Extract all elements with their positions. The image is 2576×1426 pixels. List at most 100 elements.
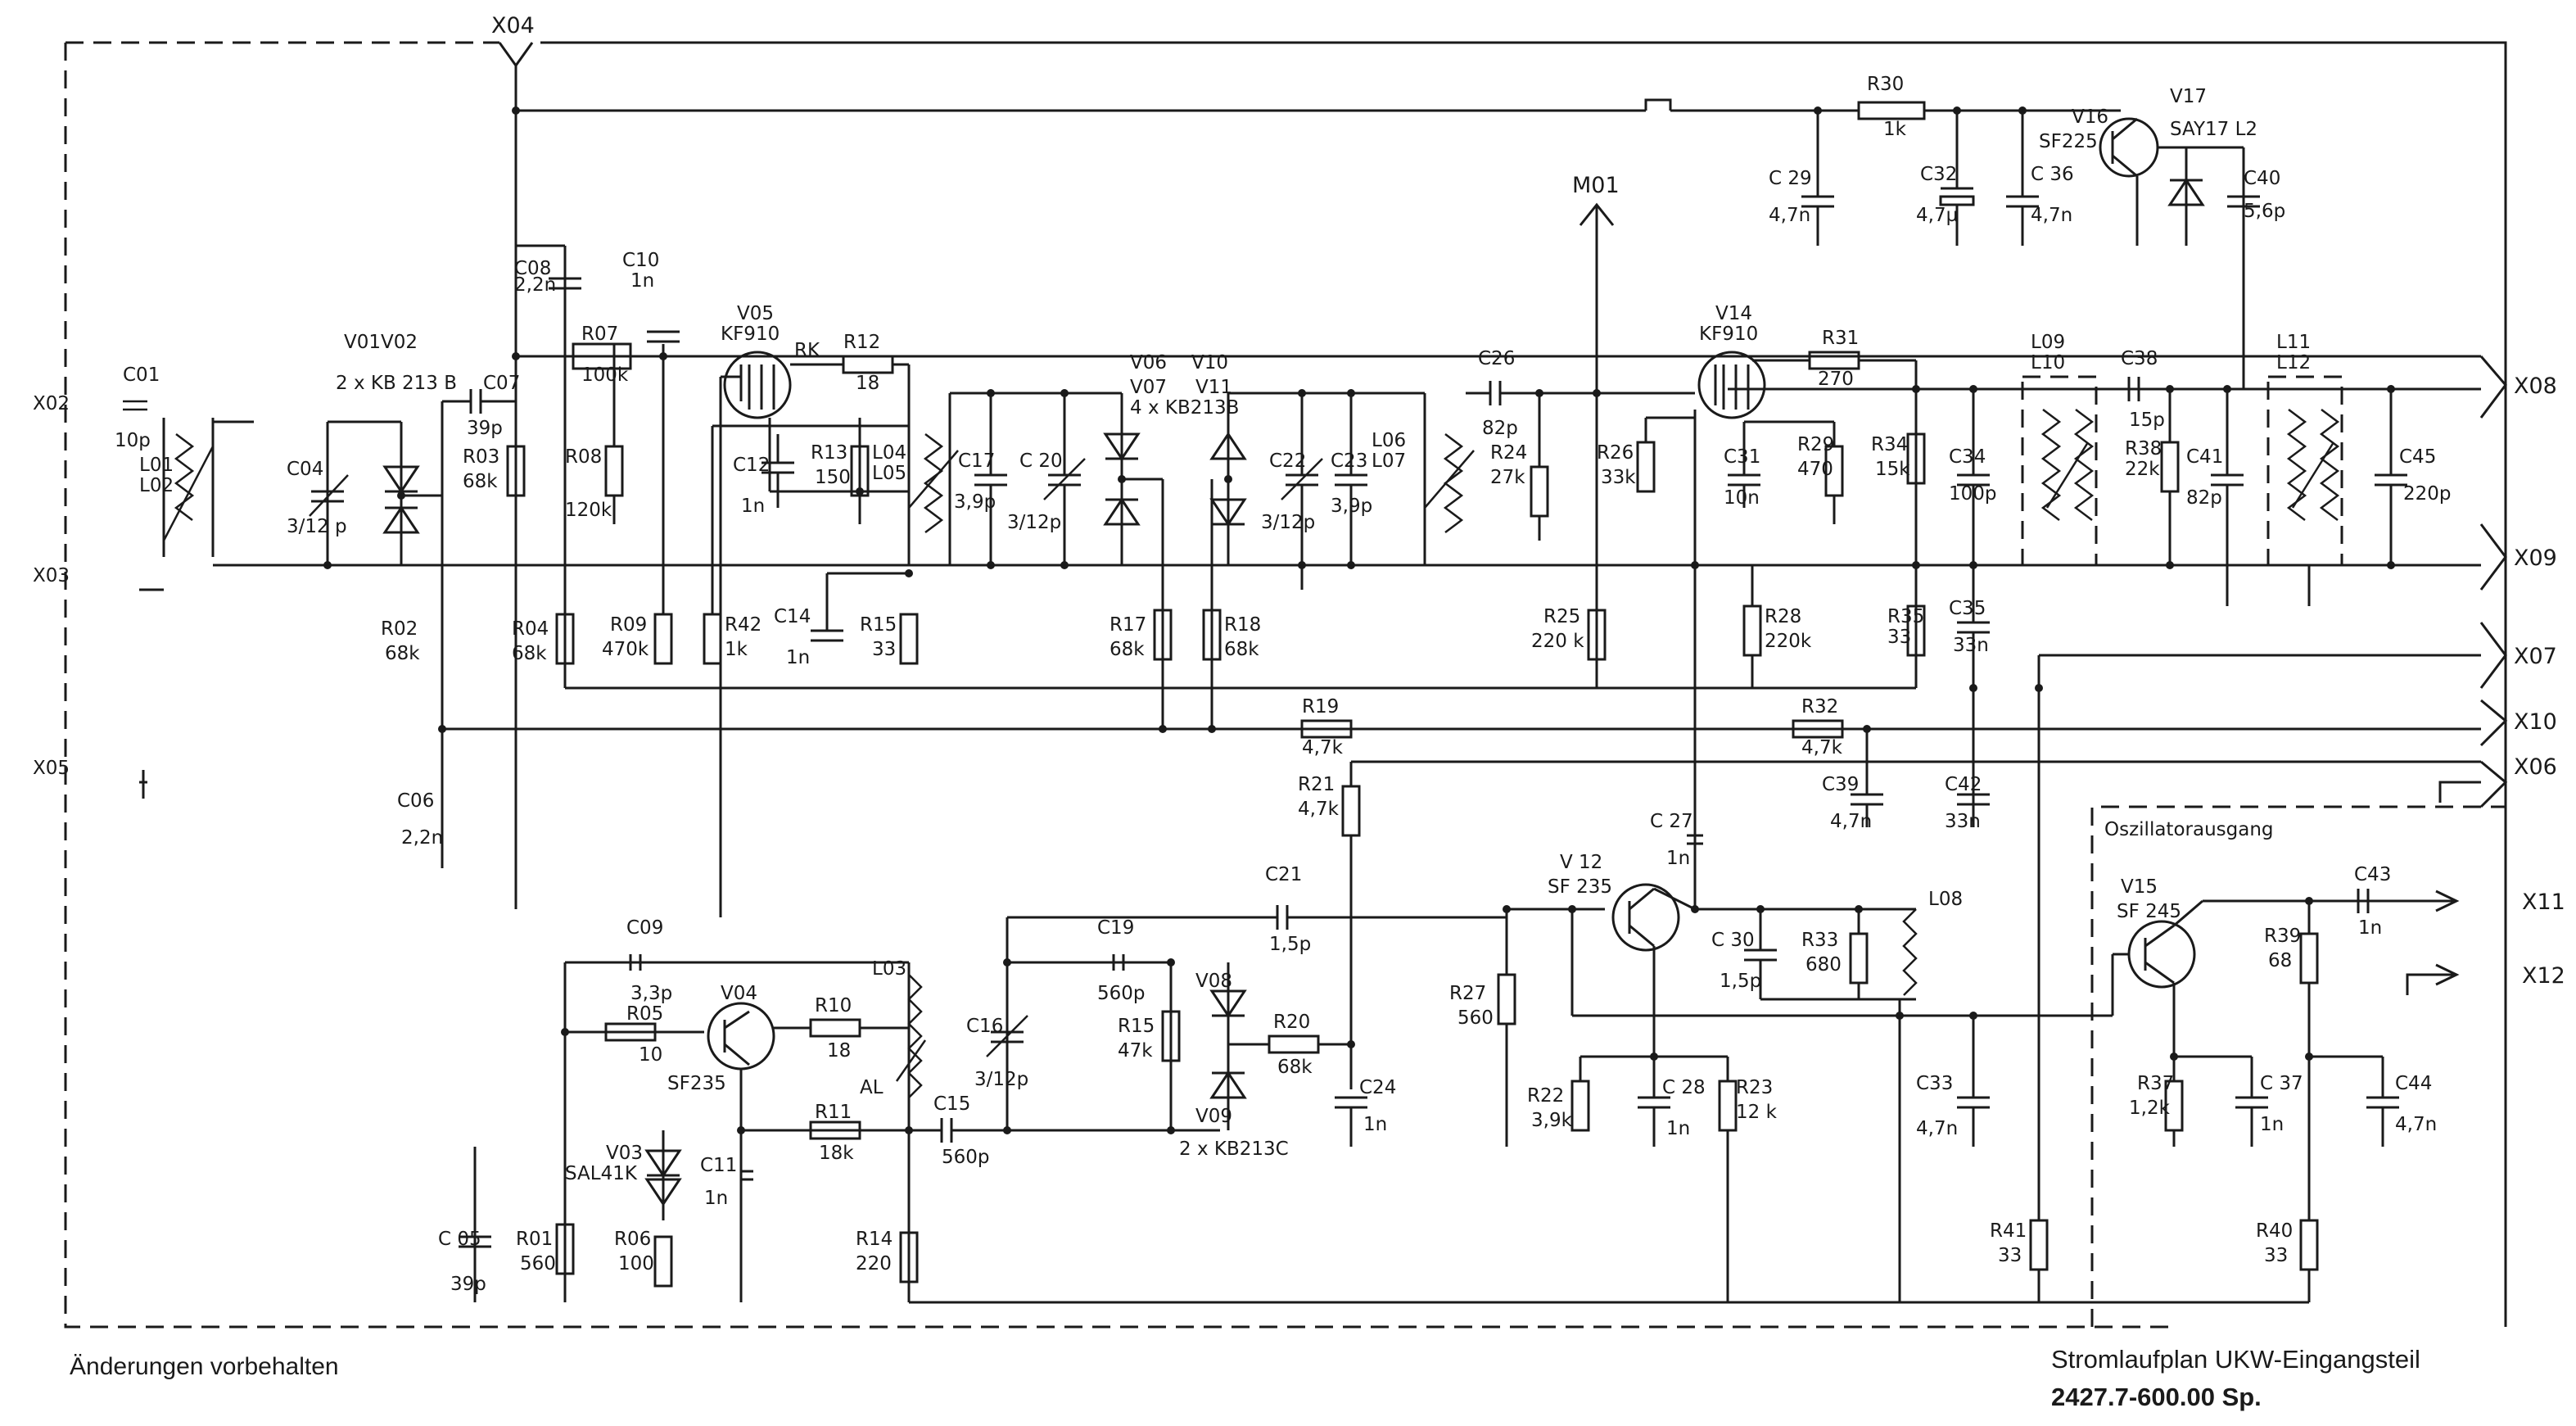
- c41-value: 82p: [2186, 487, 2222, 509]
- disclaimer-note: Änderungen vorbehalten: [70, 1353, 339, 1380]
- r24-value: 27k: [1490, 467, 1525, 488]
- c07-label: C07: [483, 373, 520, 394]
- r15b-label: R15: [1118, 1016, 1155, 1037]
- l02-label: L02: [139, 475, 174, 496]
- title-line-2: 2427.7-600.00 Sp.: [2051, 1383, 2262, 1411]
- r41-label: R41: [1990, 1220, 2027, 1242]
- c08-label: C08: [514, 258, 551, 279]
- c28-label: C 28: [1662, 1077, 1706, 1098]
- connector-x07-label: X07: [2514, 644, 2557, 669]
- c31-label: C31: [1724, 446, 1760, 468]
- r01-value: 560: [520, 1253, 556, 1274]
- c22-value: 3/12p: [1261, 512, 1315, 533]
- connector-x04-label: X04: [491, 13, 535, 38]
- v14-type: KF910: [1699, 324, 1758, 345]
- c40-label: C40: [2244, 168, 2280, 189]
- rk-label: RK: [794, 340, 820, 361]
- r17-label: R17: [1109, 614, 1146, 636]
- c39-label: C39: [1822, 774, 1859, 795]
- bandpass-filter-2: [1209, 381, 1695, 661]
- labels: X04 X08 X09 X07 X10 X06 X11 X12 X02 X03 …: [33, 13, 2565, 1295]
- c06-label: C06: [397, 790, 434, 812]
- c32-value: 4,7µ: [1916, 205, 1959, 226]
- r04-value: 68k: [512, 643, 547, 664]
- v06-type: 4 x KB213B: [1130, 397, 1239, 419]
- r17-value: 68k: [1109, 639, 1145, 660]
- r18-value: 68k: [1224, 639, 1259, 660]
- c05-label: C 05: [438, 1229, 481, 1250]
- l04-label: L04: [872, 442, 906, 464]
- c10-value: 1n: [630, 270, 654, 292]
- c21-value: 1,5p: [1269, 934, 1311, 955]
- c20-label: C 20: [1019, 450, 1063, 472]
- c45-value: 220p: [2403, 483, 2452, 505]
- r19-value: 4,7k: [1302, 737, 1344, 758]
- connector-x09-label: X09: [2514, 546, 2557, 571]
- c44-value: 4,7n: [2395, 1114, 2437, 1135]
- c32-label: C32: [1920, 164, 1957, 185]
- r20-value: 68k: [1277, 1057, 1313, 1078]
- v03-type: SAL41K: [565, 1163, 638, 1184]
- c35-value: 33n: [1953, 635, 1989, 656]
- antenna-input-section: [123, 389, 516, 868]
- r37-label: R37: [2137, 1073, 2174, 1094]
- v09-label: V09: [1195, 1106, 1232, 1127]
- c17-value: 3,9p: [954, 491, 996, 513]
- v05-rf-stage: [506, 244, 919, 917]
- c16-label: C16: [966, 1016, 1003, 1037]
- test-point-m01-label: M01: [1572, 173, 1620, 198]
- c41-label: C41: [2186, 446, 2223, 468]
- v05-label: V05: [737, 303, 774, 324]
- c30-value: 1,5p: [1720, 971, 1761, 992]
- c44-label: C44: [2395, 1073, 2432, 1094]
- c15-label: C15: [933, 1093, 970, 1115]
- v04-type: SF235: [667, 1073, 726, 1094]
- bandpass-filter-1: [907, 392, 1222, 729]
- v17-type: SAY17 L2: [2170, 119, 2257, 140]
- c40-value: 5,6p: [2244, 201, 2285, 222]
- l03-label: L03: [872, 958, 906, 980]
- r11-value: 18k: [819, 1143, 854, 1164]
- c01-value: 10p: [115, 430, 151, 451]
- r11-label: R11: [815, 1102, 852, 1123]
- r35-value: 33: [1887, 627, 1911, 648]
- v04-label: V04: [721, 983, 757, 1004]
- r21-value: 4,7k: [1298, 799, 1340, 820]
- v12-type: SF 235: [1548, 876, 1612, 898]
- v07-label: V07: [1130, 377, 1167, 398]
- r18-label: R18: [1224, 614, 1261, 636]
- c04-label: C04: [287, 459, 323, 480]
- c04-value: 3/12 p: [287, 516, 347, 537]
- c19-value: 560p: [1097, 983, 1146, 1004]
- c01-label: C01: [123, 364, 160, 386]
- c08-value: 2,2n: [514, 274, 556, 296]
- c23-value: 3,9p: [1331, 496, 1372, 517]
- r42-label: R42: [725, 614, 762, 636]
- v17-label: V17: [2170, 86, 2207, 107]
- c29-label: C 29: [1769, 168, 1812, 189]
- r15b-value: 47k: [1118, 1040, 1153, 1062]
- v06-label: V06: [1130, 352, 1167, 373]
- c43-label: C43: [2354, 864, 2391, 885]
- c39-value: 4,7n: [1830, 811, 1872, 832]
- connector-x05-label: X05: [33, 758, 70, 779]
- r40-value: 33: [2264, 1245, 2288, 1266]
- c38-label: C38: [2121, 348, 2158, 369]
- r12-label: R12: [843, 332, 880, 353]
- connector-x02-label: X02: [33, 393, 70, 414]
- v08-label: V08: [1195, 971, 1232, 992]
- connector-x10-label: X10: [2514, 709, 2557, 735]
- c14-label: C14: [774, 606, 811, 627]
- c09-value: 3,3p: [630, 983, 672, 1004]
- r08-label: R08: [565, 446, 602, 468]
- c16-value: 3/12p: [974, 1069, 1028, 1090]
- r31-label: R31: [1822, 328, 1859, 349]
- v12-buffer: [1497, 883, 2113, 1302]
- r13-value: 150: [815, 467, 851, 488]
- v16-label: V16: [2072, 106, 2108, 128]
- r29-value: 470: [1797, 459, 1833, 480]
- r15a-label: R15: [860, 614, 897, 636]
- v05-type: KF910: [721, 324, 780, 345]
- r23-label: R23: [1736, 1077, 1773, 1098]
